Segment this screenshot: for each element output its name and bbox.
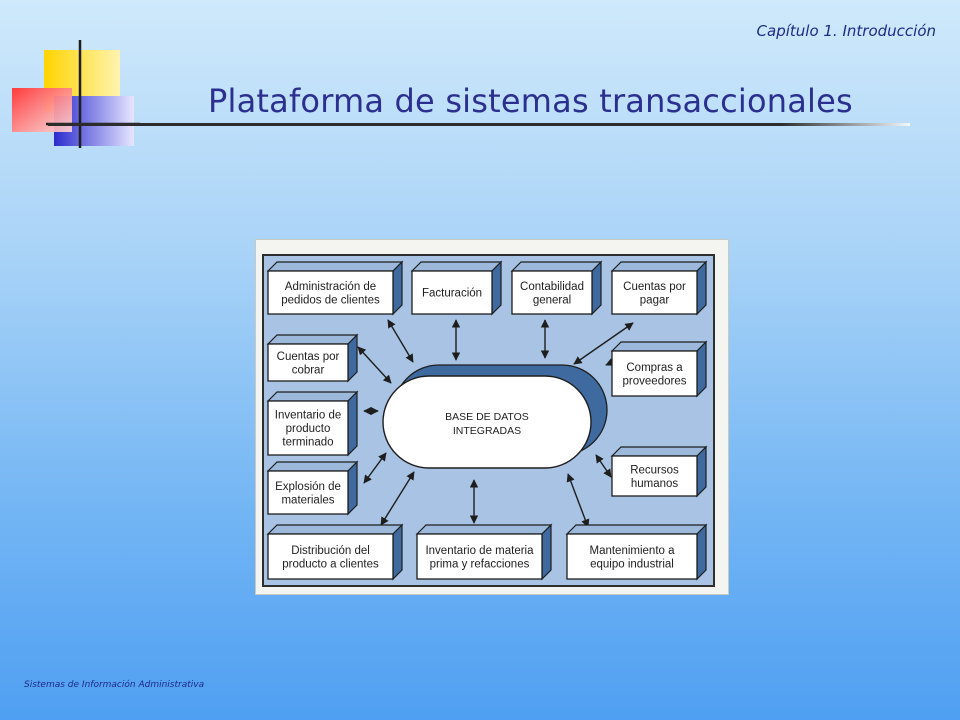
box-top [410, 261, 503, 272]
box-top [415, 524, 553, 535]
box-side [347, 390, 358, 457]
connection-arrow [357, 346, 392, 384]
box-top [266, 524, 404, 535]
box-side [392, 260, 403, 316]
box-side [491, 260, 502, 316]
box-side [696, 523, 707, 581]
box-front [566, 533, 698, 580]
box-side [541, 523, 552, 581]
box-side [696, 260, 707, 316]
box-front [416, 533, 543, 580]
box-top [266, 461, 359, 472]
module-label: prima y refacciones [430, 558, 530, 570]
connection-arrow [387, 319, 414, 363]
box-top [610, 341, 708, 352]
box-top [266, 391, 359, 402]
module-label: Inventario de materia [425, 545, 534, 557]
box-side [347, 333, 358, 383]
module-label: Administración de [285, 281, 376, 293]
module-label: Explosión de [275, 481, 341, 493]
module-label: cobrar [292, 364, 325, 376]
module-label: producto [286, 423, 331, 435]
module-label: Recursos [630, 464, 679, 476]
module-label: Distribución del [291, 545, 370, 557]
box-front [267, 343, 349, 382]
box-side [696, 445, 707, 498]
module-label: Cuentas por [277, 351, 340, 363]
module-label: Cuentas por [623, 281, 686, 293]
module-label: equipo industrial [590, 558, 674, 570]
connection-arrow [566, 473, 590, 528]
module-label: Inventario de [275, 410, 342, 422]
box-front [267, 400, 349, 456]
box-top [610, 261, 708, 272]
module-facturacion: Facturación [410, 260, 503, 316]
module-recursos-humanos: Recursos humanos [610, 445, 708, 498]
page-title: Plataforma de sistemas transaccionales [208, 82, 853, 120]
box-side [591, 260, 602, 316]
box-side [392, 523, 403, 581]
decorative-squares [12, 40, 140, 148]
module-label: Compras a [626, 362, 683, 374]
connection-arrow [380, 471, 415, 526]
box-side [347, 460, 358, 516]
box-top [565, 524, 708, 535]
title-underline [48, 123, 910, 126]
box-front [611, 350, 698, 397]
box-front [267, 270, 394, 315]
connection-arrow [595, 454, 612, 478]
box-front [611, 455, 698, 497]
transaction-systems-diagram: BASE DE DATOS INTEGRADAS Administración d… [256, 240, 728, 594]
connection-arrows [357, 319, 634, 528]
box-top [610, 446, 708, 457]
module-label: materiales [281, 494, 334, 506]
module-label: general [533, 294, 571, 306]
module-label: terminado [282, 437, 333, 449]
box-side [696, 340, 707, 398]
database-label: INTEGRADAS [453, 425, 521, 437]
box-front [411, 270, 493, 315]
connection-arrow [363, 452, 387, 484]
module-label: producto a clientes [282, 558, 379, 570]
module-label: proveedores [623, 375, 687, 387]
module-label: pedidos de clientes [281, 294, 380, 306]
module-label: pagar [640, 294, 670, 306]
database-face [382, 375, 592, 469]
box-front [511, 270, 593, 315]
database-label: BASE DE DATOS [445, 411, 529, 423]
module-label: Facturación [422, 288, 482, 300]
box-top [266, 261, 404, 272]
module-label: humanos [631, 478, 679, 490]
box-front [267, 470, 349, 515]
connection-arrow [573, 322, 634, 365]
footer-text: Sistemas de Información Administrativa [24, 680, 205, 690]
chapter-label: Capítulo 1. Introducción [756, 22, 936, 40]
box-top [510, 261, 603, 272]
module-label: Mantenimiento a [589, 545, 675, 557]
central-database: BASE DE DATOS INTEGRADAS [382, 364, 608, 469]
box-front [267, 533, 394, 580]
diagram-canvas: BASE DE DATOS INTEGRADAS Administración d… [262, 254, 715, 587]
box-top [266, 334, 359, 345]
module-label: Contabilidad [520, 281, 584, 293]
box-front [611, 270, 698, 315]
